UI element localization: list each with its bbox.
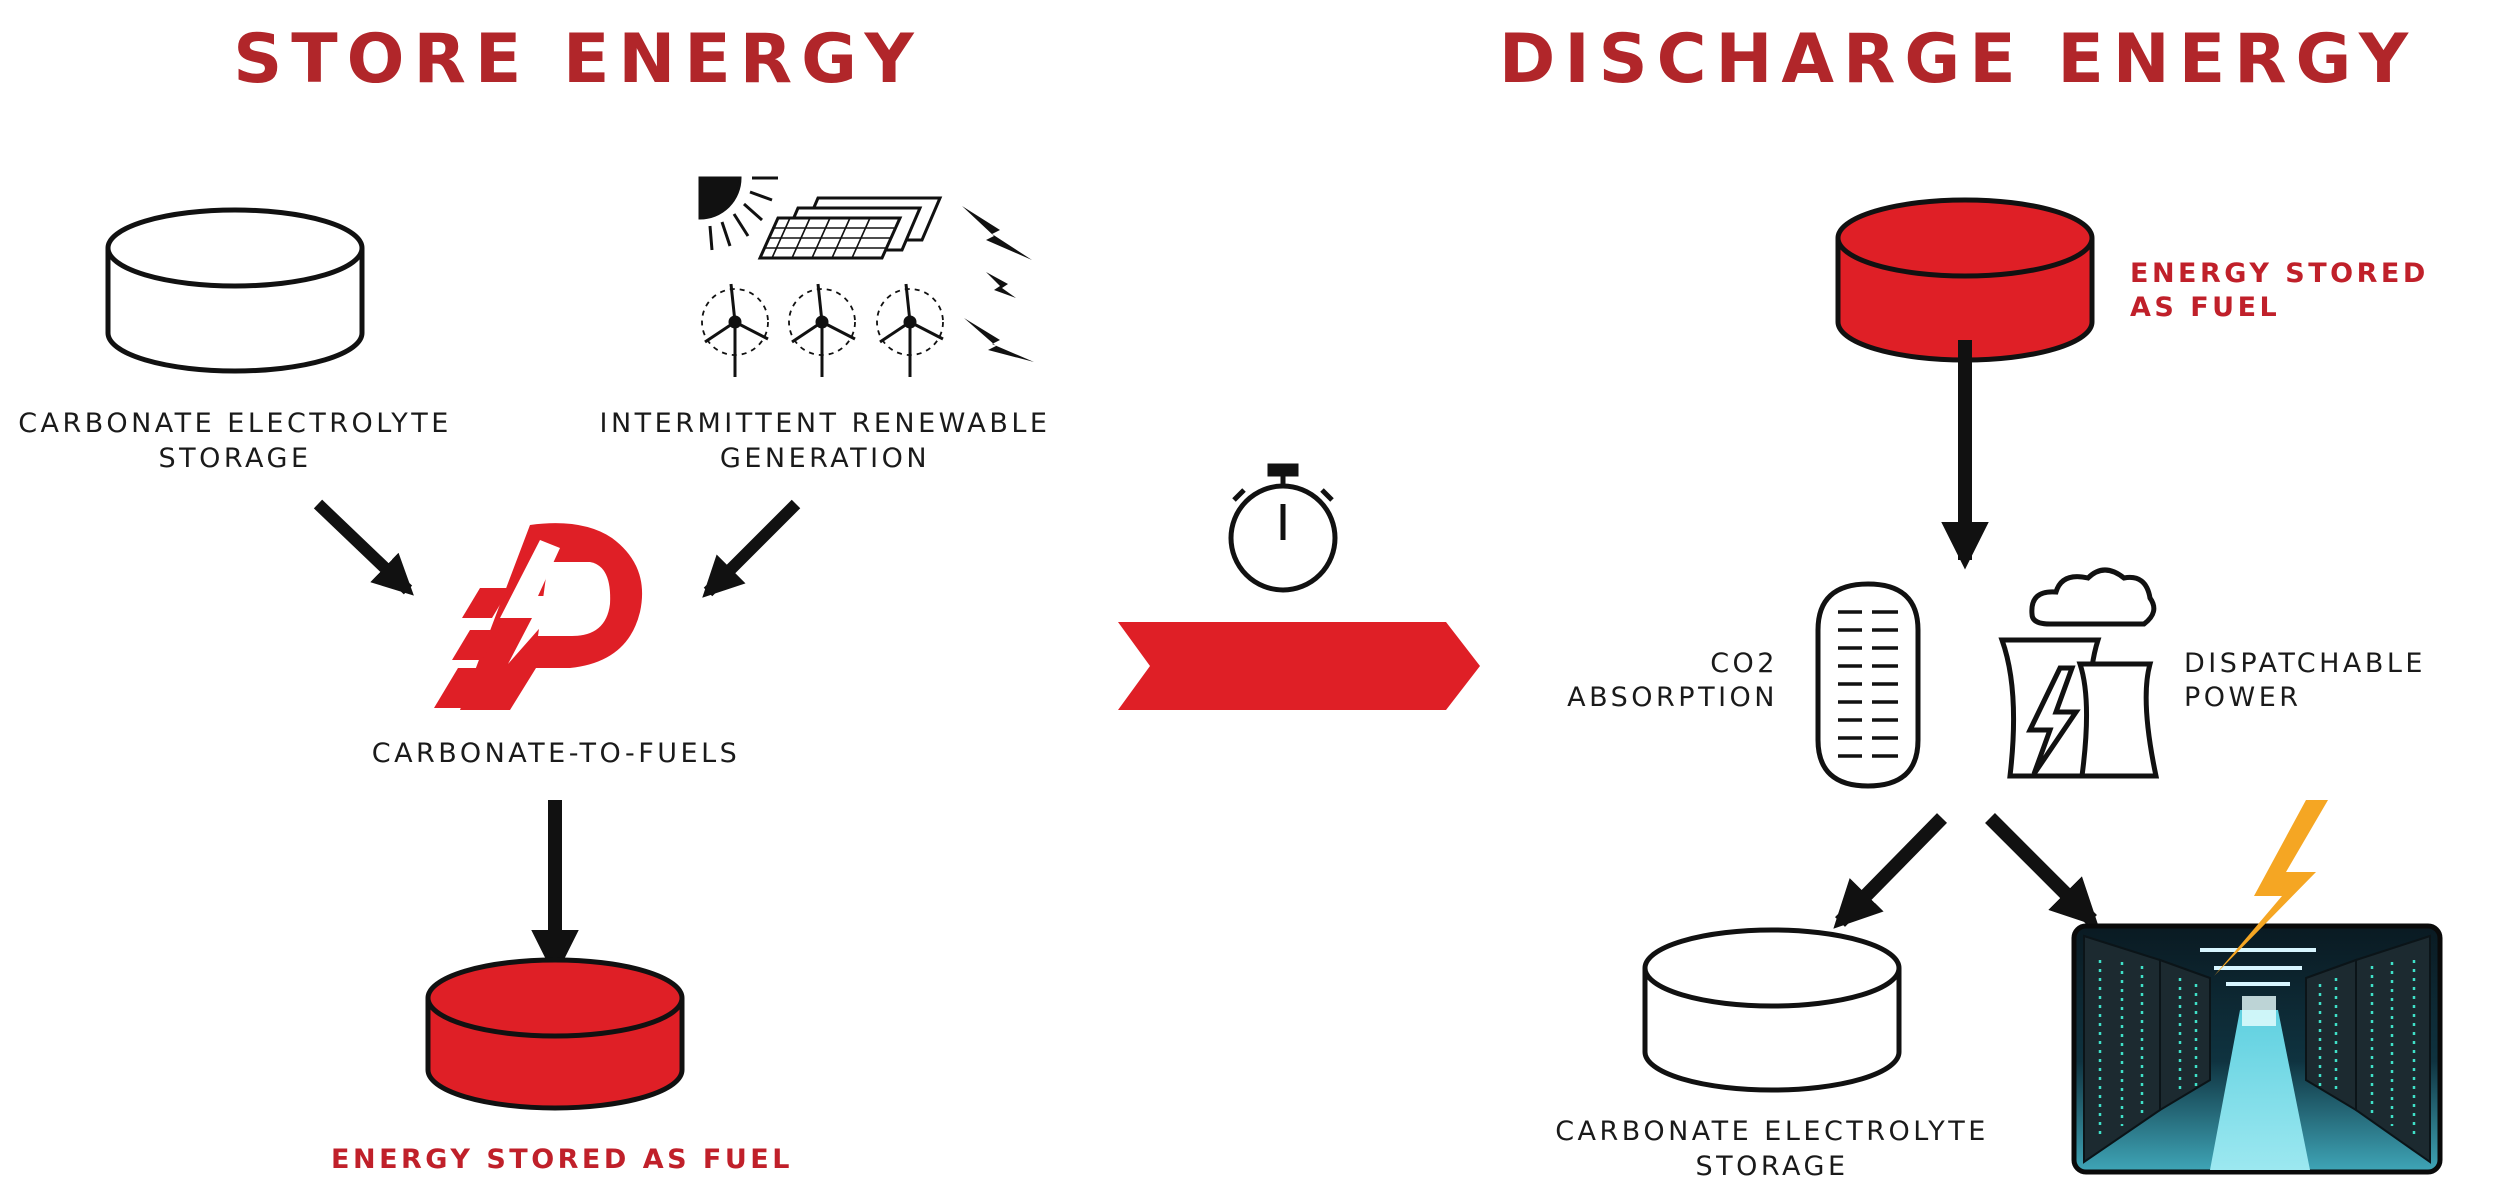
fuel-storage-cylinder-icon <box>428 960 682 1108</box>
arrow-to-data-center <box>1990 818 2092 920</box>
wind-turbine-icon <box>702 284 943 377</box>
discharge-fuel-label-line1: ENERGY STORED <box>2130 258 2429 289</box>
co2-label-line2: ABSORPTION <box>1567 682 1778 713</box>
co2-absorber-icon <box>1818 584 1918 786</box>
discharge-fuel-label-line2: AS FUEL <box>2130 292 2280 323</box>
lightning-icon <box>962 206 1034 362</box>
discharge-carbonate-storage-cylinder-icon <box>1645 930 1899 1090</box>
power-plant-icon <box>2002 570 2156 776</box>
renewable-label-line2: GENERATION <box>720 443 930 474</box>
arrow-to-carbonate-storage <box>1840 818 1942 922</box>
arrow-storage-to-process <box>318 504 408 590</box>
arrow-renewable-to-process <box>708 504 796 592</box>
carbonate-storage-cylinder-icon <box>108 210 362 371</box>
stopwatch-icon <box>1231 466 1335 590</box>
process-logo-icon <box>434 523 642 710</box>
process-label: CARBONATE-TO-FUELS <box>372 738 741 769</box>
data-center-image <box>2074 926 2440 1172</box>
solar-panel-icon <box>760 198 940 258</box>
discharge-energy-title: DISCHARGE ENERGY <box>1499 20 2417 99</box>
carbonate-storage-label-line2: STORAGE <box>158 443 311 474</box>
carbonate-storage-label-line1: CARBONATE ELECTROLYTE <box>18 408 452 439</box>
discharge-carbonate-label-line1: CARBONATE ELECTROLYTE <box>1555 1116 1989 1147</box>
discharge-carbonate-label-line2: STORAGE <box>1695 1151 1848 1182</box>
discharge-fuel-cylinder-icon <box>1838 200 2092 360</box>
time-transition-arrow-icon <box>1118 622 1480 710</box>
sun-icon <box>700 178 778 250</box>
energy-stored-as-fuel-label: ENERGY STORED AS FUEL <box>331 1144 793 1175</box>
dispatchable-power-label-line2: POWER <box>2184 682 2302 713</box>
renewable-label-line1: INTERMITTENT RENEWABLE <box>600 408 1051 439</box>
dispatchable-power-label-line1: DISPATCHABLE <box>2184 648 2426 679</box>
store-energy-title: STORE ENERGY <box>233 20 922 99</box>
co2-label-line1: CO2 <box>1710 648 1778 679</box>
